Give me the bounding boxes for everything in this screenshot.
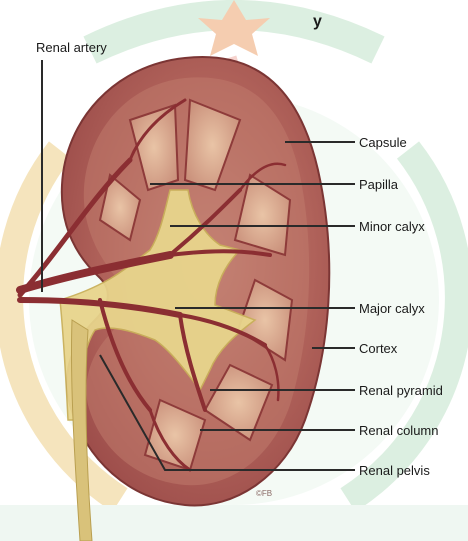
- label-cortex: Cortex: [359, 341, 397, 356]
- label-renal-artery: Renal artery: [36, 40, 107, 55]
- label-renal-pelvis: Renal pelvis: [359, 463, 430, 478]
- label-major-calyx: Major calyx: [359, 301, 425, 316]
- label-renal-pyramid: Renal pyramid: [359, 383, 443, 398]
- label-papilla: Papilla: [359, 177, 398, 192]
- label-capsule: Capsule: [359, 135, 407, 150]
- label-minor-calyx: Minor calyx: [359, 219, 425, 234]
- header-fragment: y: [313, 14, 322, 29]
- label-renal-column: Renal column: [359, 423, 439, 438]
- copyright-mark: ©FB: [256, 486, 272, 501]
